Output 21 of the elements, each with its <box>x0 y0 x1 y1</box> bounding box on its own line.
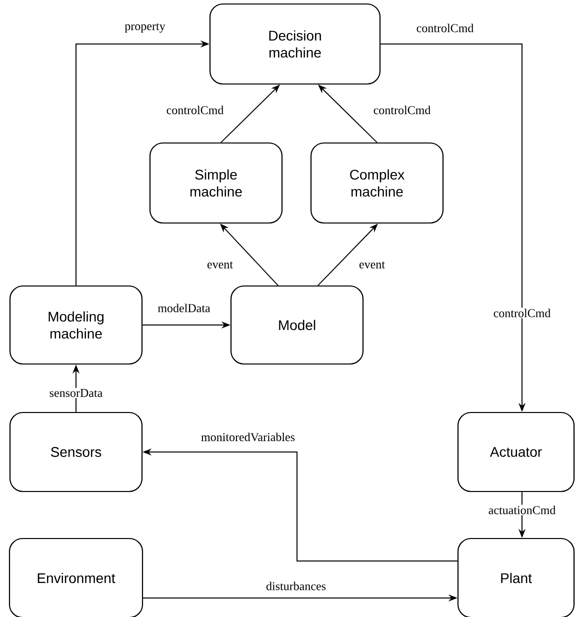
edge-label: controlCmd <box>374 106 431 114</box>
edge-label: event <box>359 262 385 268</box>
edge-label: monitoredVariables <box>201 432 295 442</box>
signal-label: controlCmd <box>492 308 552 318</box>
process-box: Modeling machine <box>9 285 143 365</box>
process-box: Plant <box>457 538 575 617</box>
process-box: Decision machine <box>209 3 381 85</box>
process-box: Environment <box>8 538 144 617</box>
edge-label: modelData <box>158 304 210 312</box>
edge-label: sensorData <box>48 388 104 398</box>
edge-label: controlCmd <box>416 24 474 32</box>
edge-label: actuationCmd <box>487 504 557 516</box>
edge-label: disturbances <box>266 582 326 590</box>
edge-label: property <box>124 23 166 33</box>
process-box: Model <box>230 285 364 365</box>
edge-label: controlCmd <box>166 106 224 114</box>
process-box: Simple machine <box>149 142 283 224</box>
process-box: Sensors <box>9 412 143 492</box>
process-box: Actuator <box>457 412 575 492</box>
process-box: Complex machine <box>310 142 444 224</box>
edge-label: event <box>207 262 233 268</box>
